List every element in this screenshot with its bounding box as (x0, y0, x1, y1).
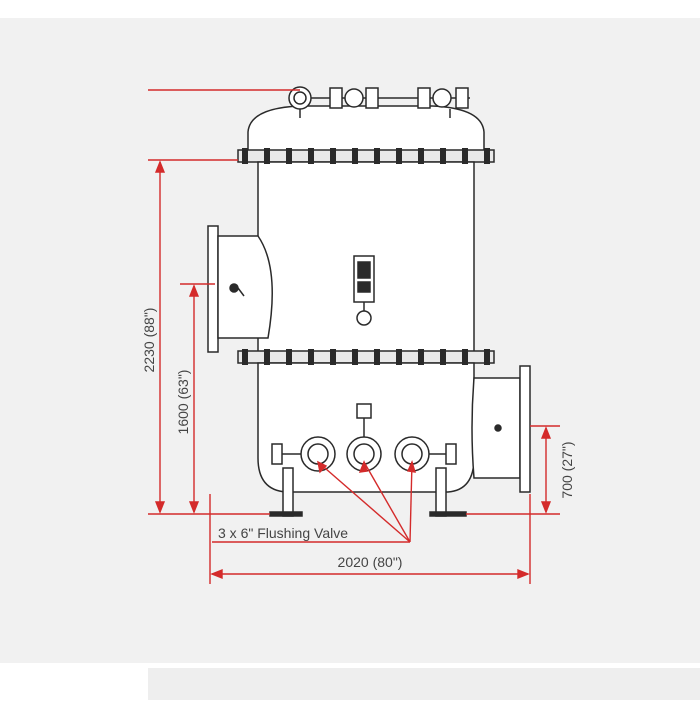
flushing-valves (271, 403, 457, 472)
flushing-valve-label: 3 x 6" Flushing Valve (218, 525, 348, 541)
top-dome (247, 105, 485, 153)
bottom-strip (148, 668, 700, 700)
dimension-lines (148, 89, 560, 584)
outlet-height-label: 700 (27") (559, 441, 575, 498)
leader-3 (409, 461, 413, 543)
flange-bolts (242, 148, 490, 365)
inlet-height-label: 1600 (63") (175, 370, 191, 435)
foot-right (429, 511, 467, 517)
leg-right (435, 467, 447, 517)
lower-flange (237, 350, 495, 364)
top-valves (288, 86, 470, 118)
upper-flange (237, 149, 495, 163)
overall-height-label: 2230 (88") (141, 308, 157, 373)
foot-left (269, 511, 303, 517)
leg-left (282, 467, 294, 517)
controller-unit (353, 255, 375, 326)
leader-1 (317, 461, 411, 543)
leader-2 (363, 461, 411, 543)
width-label: 2020 (80") (338, 554, 403, 570)
outlet-pipe (471, 365, 531, 493)
inlet-pipe (207, 225, 273, 353)
